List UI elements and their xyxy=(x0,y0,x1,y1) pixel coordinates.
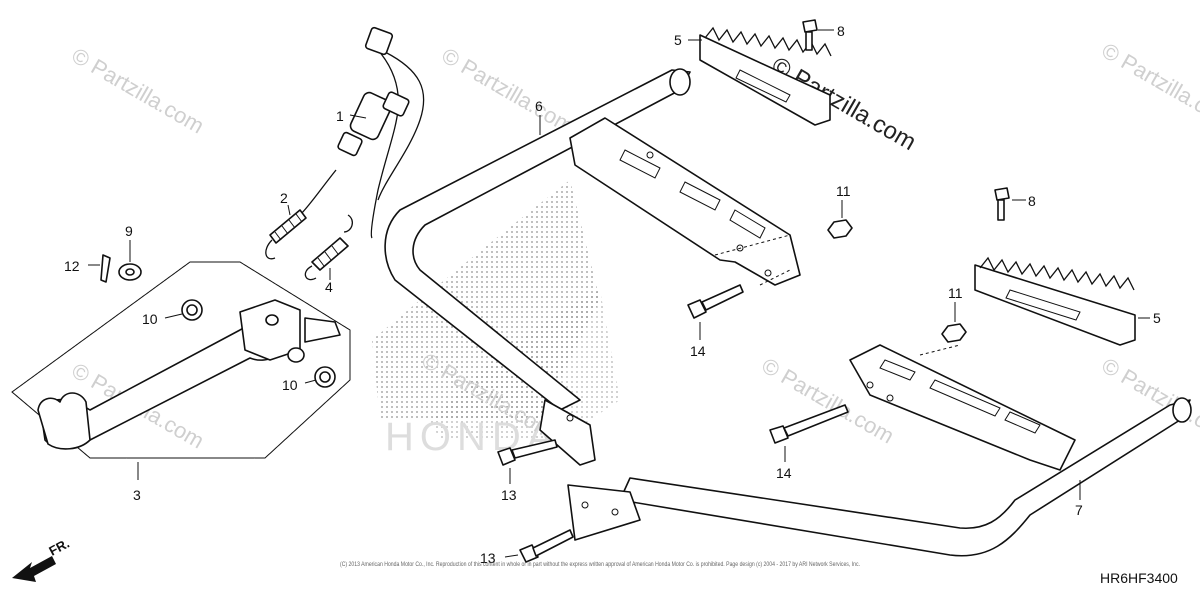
callout-4: 4 xyxy=(325,279,333,295)
copyright-notice: (C) 2013 American Honda Motor Co., Inc. … xyxy=(340,562,860,568)
leader-line xyxy=(714,234,791,286)
part-footpeg-left[interactable] xyxy=(974,256,1136,346)
leader-line xyxy=(164,313,183,319)
part-cotter-pin[interactable] xyxy=(100,254,111,283)
part-step-bar-right[interactable] xyxy=(384,68,801,466)
part-brake-pedal[interactable] xyxy=(11,261,351,459)
callout-11: 11 xyxy=(836,183,851,199)
leader-line xyxy=(304,379,317,384)
callout-2: 2 xyxy=(280,190,288,206)
callout-11: 11 xyxy=(948,285,963,301)
leader-line xyxy=(287,204,291,216)
part-washer[interactable] xyxy=(118,263,142,281)
part-seal-lower[interactable] xyxy=(314,366,336,388)
direction-label: FR. xyxy=(46,536,72,559)
part-step-bar-left[interactable] xyxy=(567,344,1192,557)
watermark: © Partzilla.com xyxy=(438,43,579,139)
diagram-code: HR6HF3400 xyxy=(1100,570,1178,586)
part-bolt-13-upper[interactable] xyxy=(497,439,558,466)
callout-8: 8 xyxy=(1028,193,1036,209)
callout-10: 10 xyxy=(282,377,298,393)
part-bolt-upper[interactable] xyxy=(802,19,818,51)
part-bolt-13-lower[interactable] xyxy=(519,529,574,563)
callout-13: 13 xyxy=(501,487,517,503)
leader-line xyxy=(919,344,961,356)
callout-10: 10 xyxy=(142,311,158,327)
part-bolt-lower[interactable] xyxy=(994,187,1010,221)
part-nut-upper[interactable] xyxy=(827,219,853,239)
callout-14: 14 xyxy=(690,343,706,359)
leader-line xyxy=(349,114,367,119)
callout-3: 3 xyxy=(133,487,141,503)
callout-1: 1 xyxy=(336,108,344,124)
callout-12: 12 xyxy=(64,258,80,274)
callout-6: 6 xyxy=(535,98,543,114)
part-return-spring[interactable] xyxy=(265,169,337,260)
callout-5: 5 xyxy=(674,32,682,48)
callout-5: 5 xyxy=(1153,310,1161,326)
callout-7: 7 xyxy=(1075,502,1083,518)
watermark: © Partzilla.com xyxy=(68,43,209,139)
part-switch-spring[interactable] xyxy=(304,214,354,281)
part-stop-switch[interactable] xyxy=(337,26,425,239)
callout-14: 14 xyxy=(776,465,792,481)
callout-13: 13 xyxy=(480,550,496,566)
callout-8: 8 xyxy=(837,23,845,39)
front-direction-arrow-icon xyxy=(12,556,56,582)
part-nut-lower[interactable] xyxy=(941,323,967,343)
part-seal-upper[interactable] xyxy=(181,299,203,321)
part-flange-bolt-upper[interactable] xyxy=(687,284,744,319)
leader-line xyxy=(504,554,519,558)
callout-9: 9 xyxy=(125,223,133,239)
part-flange-bolt-lower[interactable] xyxy=(769,404,849,444)
watermark: © Partzilla.com xyxy=(1098,38,1200,134)
